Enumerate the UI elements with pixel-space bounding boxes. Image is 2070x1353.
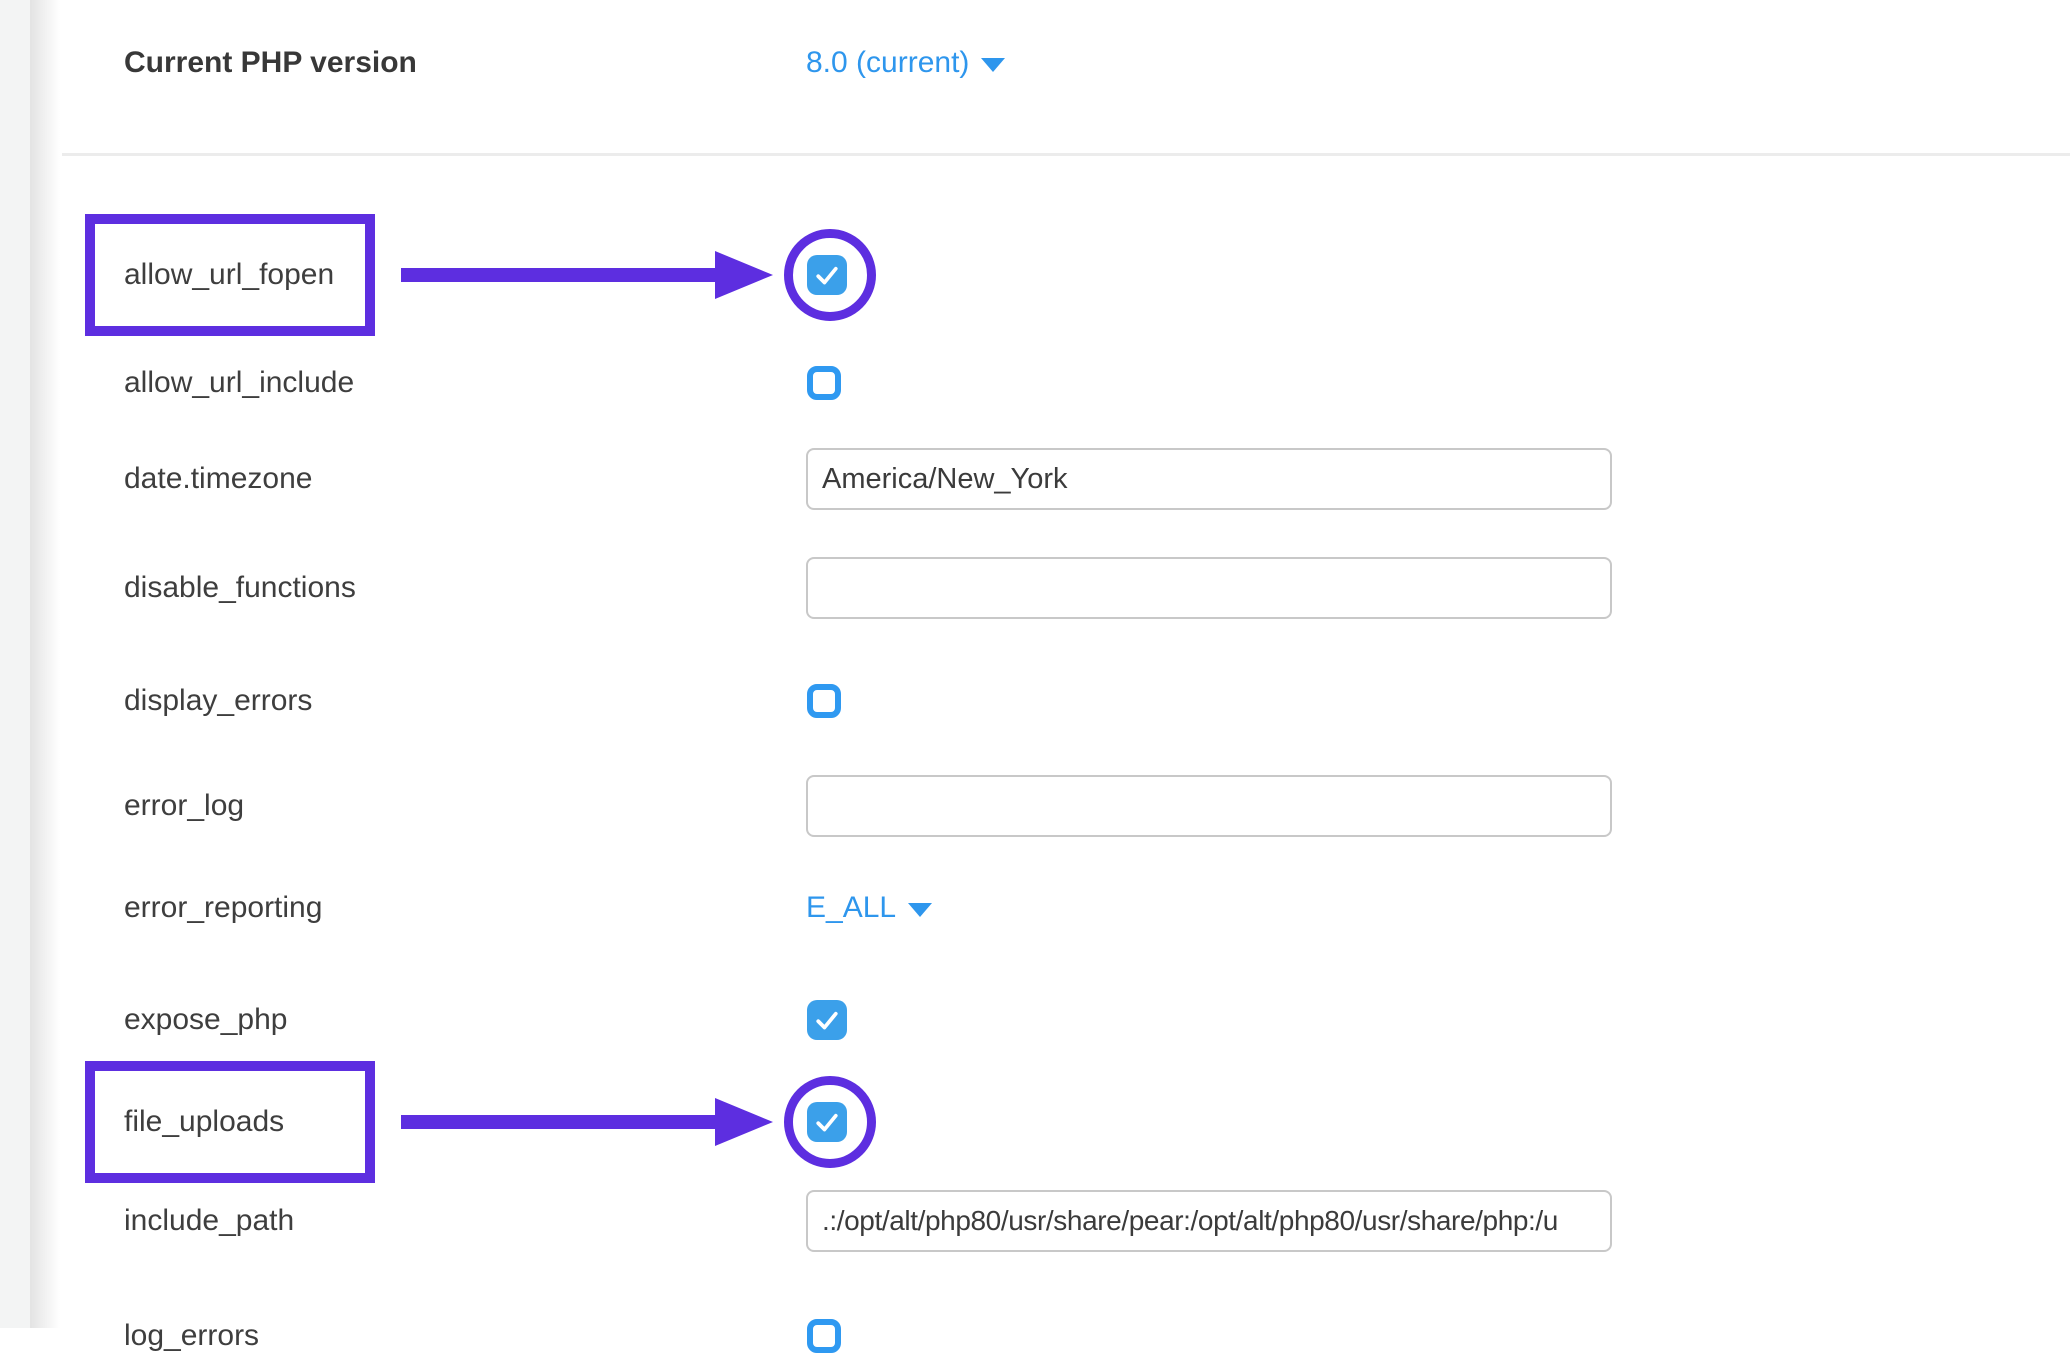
- disable-functions-input[interactable]: [806, 557, 1612, 619]
- annotation-circle: [784, 229, 876, 321]
- chevron-down-icon: [908, 903, 933, 917]
- log-errors-checkbox[interactable]: [807, 1319, 841, 1353]
- php-version-dropdown[interactable]: 8.0 (current): [806, 46, 1006, 80]
- expose-php-checkbox[interactable]: [807, 1000, 847, 1040]
- section-divider: [62, 153, 2070, 156]
- setting-label: error_log: [124, 789, 245, 822]
- setting-label: file_uploads: [124, 1105, 285, 1138]
- setting-label: expose_php: [124, 1003, 288, 1036]
- setting-label: date.timezone: [124, 462, 313, 495]
- current-php-version-label: Current PHP version: [124, 46, 417, 79]
- setting-label: allow_url_fopen: [124, 258, 335, 291]
- error-reporting-dropdown[interactable]: E_ALL: [806, 891, 933, 925]
- date-timezone-input[interactable]: [806, 448, 1612, 510]
- page-left-edge: [0, 0, 30, 1328]
- annotation-box: [85, 1061, 375, 1183]
- annotation-circle: [784, 1076, 876, 1168]
- setting-label: log_errors: [124, 1319, 260, 1352]
- setting-label: include_path: [124, 1204, 295, 1237]
- page-left-edge-shadow: [30, 0, 60, 1328]
- setting-label: error_reporting: [124, 891, 323, 924]
- php-version-value: 8.0 (current): [806, 46, 970, 79]
- error-log-input[interactable]: [806, 775, 1612, 837]
- annotation-arrow-icon: [401, 251, 773, 299]
- setting-label: disable_functions: [124, 571, 356, 604]
- include-path-input[interactable]: [806, 1190, 1612, 1252]
- checkmark-icon: [816, 1011, 838, 1030]
- chevron-down-icon: [981, 58, 1006, 72]
- setting-label: display_errors: [124, 684, 313, 717]
- annotation-box: [85, 214, 375, 336]
- setting-label: allow_url_include: [124, 366, 355, 399]
- allow-url-include-checkbox[interactable]: [807, 366, 841, 400]
- annotation-arrow-icon: [401, 1098, 773, 1146]
- error-reporting-value: E_ALL: [806, 891, 897, 924]
- display-errors-checkbox[interactable]: [807, 684, 841, 718]
